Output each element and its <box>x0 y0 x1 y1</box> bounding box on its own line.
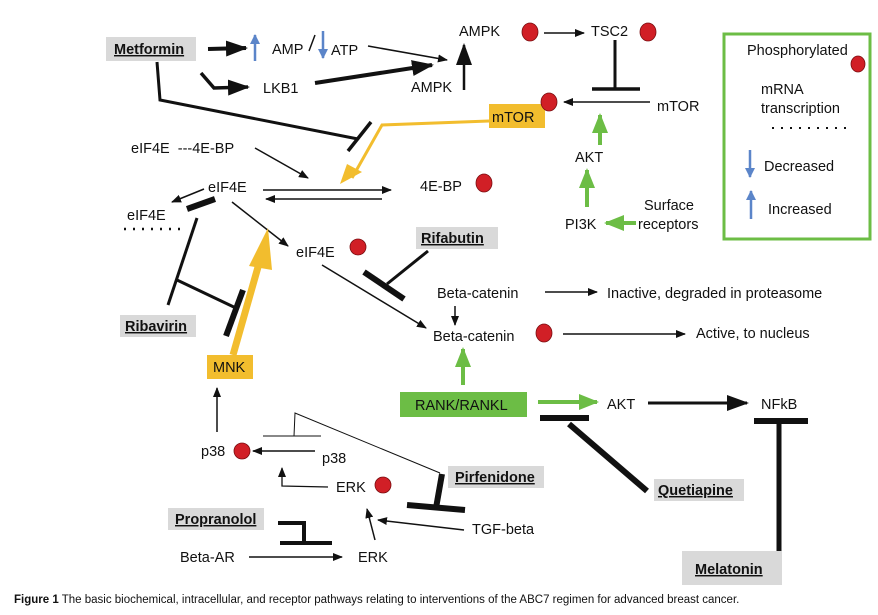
drug-label: Melatonin <box>695 562 763 578</box>
node-eif4e-left: eIF4E <box>127 208 166 224</box>
node-tsc2: TSC2 <box>591 24 628 40</box>
node-rank-rankl: RANK/RANKL <box>415 398 508 414</box>
phospho-dot-beta-catenin <box>535 323 553 343</box>
node-lkb1: LKB1 <box>263 81 298 97</box>
pathway-diagram: Metformin Rifabutin Ribavirin Pirfenidon… <box>106 22 872 585</box>
legend-mrna-label-1: mRNA <box>761 82 804 98</box>
edge-mnk-eif4e-yellow <box>229 259 264 356</box>
legend-phospho-dot-icon <box>850 55 866 73</box>
edge-mtor-4ebp-yellow <box>350 119 490 179</box>
node-inactive-outcome: Inactive, degraded in proteasome <box>607 286 822 302</box>
node-mtor-yellow: mTOR <box>492 110 534 126</box>
edge-eif4e-beta-catenin <box>321 264 427 329</box>
edge-propranolol-inhibit <box>278 521 306 543</box>
edge-pirfenidone-inhibit-p38 <box>293 412 441 474</box>
edge-ribavirin-inhibit-mnk <box>176 278 239 311</box>
node-mnk: MNK <box>213 360 246 376</box>
node-surface-receptors-2: receptors <box>638 217 698 233</box>
node-4ebp-phospho: 4E-BP <box>420 179 462 195</box>
drug-melatonin: Melatonin <box>682 551 782 585</box>
drug-label: Pirfenidone <box>455 470 535 486</box>
phospho-dot-4ebp <box>475 173 493 193</box>
edge-complex-dissociation <box>254 147 309 179</box>
drug-quetiapine: Quetiapine <box>654 479 744 501</box>
legend-border <box>722 32 872 241</box>
drug-label: Ribavirin <box>125 319 187 335</box>
node-pi3k: PI3K <box>565 217 597 233</box>
legend-decreased-label: Decreased <box>764 159 834 175</box>
drug-label: Quetiapine <box>658 483 733 499</box>
drug-ribavirin: Ribavirin <box>120 315 196 337</box>
node-active-outcome: Active, to nucleus <box>696 326 810 342</box>
drug-metformin: Metformin <box>106 37 196 61</box>
node-mtor-right: mTOR <box>657 99 699 115</box>
edge-ribavirin-inhibit-left <box>166 217 199 306</box>
node-tgf-beta: TGF-beta <box>472 522 535 538</box>
edge-metformin-lkb1 <box>199 71 250 96</box>
mtor-highlight-box <box>489 104 545 128</box>
node-nfkb: NFkB <box>761 397 797 413</box>
yellow-arrowhead-mnk <box>249 228 272 270</box>
node-surface-receptors-1: Surface <box>644 198 694 214</box>
inhibit-bar-ribavirin-mnk <box>223 288 246 338</box>
legend-phosphorylated-label: Phosphorylated <box>747 43 848 59</box>
inhibit-bar-rifabutin <box>362 269 406 302</box>
drug-label: Metformin <box>114 42 184 58</box>
mnk-highlight-box <box>207 355 253 379</box>
node-ampk-mid: AMPK <box>411 80 452 96</box>
edge-quetiapine-inhibit <box>567 421 649 494</box>
node-eif4e-center: eIF4E <box>208 180 247 196</box>
edge-eif4e-left <box>171 188 205 203</box>
phospho-dot-eif4e <box>349 238 367 256</box>
edge-metformin-amp <box>207 40 248 57</box>
phospho-dot-mtor <box>540 92 558 112</box>
yellow-arrowhead-mtor <box>340 164 362 184</box>
edge-pirfenidone-inhibit-erk <box>433 473 445 509</box>
node-beta-catenin-inactive: Beta-catenin <box>437 286 518 302</box>
phospho-dot-erk <box>374 476 392 494</box>
edge-tgf-beta-erk <box>377 517 465 531</box>
phospho-dot-tsc2 <box>639 22 657 42</box>
edge-rifabutin-inhibit <box>386 249 429 286</box>
node-p38: p38 <box>322 451 346 467</box>
inhibit-bar-metformin <box>346 120 373 153</box>
edge-erk-p38 <box>278 467 329 488</box>
phospho-dot-ampk <box>521 22 539 42</box>
legend-increased-label: Increased <box>768 202 832 218</box>
inhibit-bar-pirfenidone-erk <box>406 502 466 513</box>
edge-metformin-inhibit <box>155 61 359 141</box>
inhibit-bar-ribavirin-left <box>185 196 217 212</box>
phospho-dot-p38 <box>233 442 251 460</box>
drug-pirfenidone: Pirfenidone <box>448 466 544 488</box>
drug-rifabutin: Rifabutin <box>416 227 498 249</box>
node-akt-lower: AKT <box>607 397 635 413</box>
figure-caption: Figure 1 The basic biochemical, intracel… <box>14 594 874 606</box>
drug-label: Propranolol <box>175 512 256 528</box>
node-atp: ATP <box>331 43 358 59</box>
amp-atp-slash <box>308 34 316 52</box>
figure-caption-text: The basic biochemical, intracellular, an… <box>61 594 740 606</box>
drug-label: Rifabutin <box>421 231 484 247</box>
rank-highlight-box <box>400 392 527 417</box>
node-amp: AMP <box>272 42 303 58</box>
drug-propranolol: Propranolol <box>168 508 264 530</box>
edge-eif4e-phospho <box>231 201 289 247</box>
edge-lkb1-ampk <box>314 60 434 85</box>
node-eif4e-4ebp-complex: eIF4E ---4E-BP <box>131 141 234 157</box>
node-erk: ERK <box>358 550 388 566</box>
node-beta-catenin-active: Beta-catenin <box>433 329 514 345</box>
edge-atp-ampk <box>367 45 448 63</box>
node-ampk-top: AMPK <box>459 24 500 40</box>
node-akt-upper: AKT <box>575 150 603 166</box>
figure-caption-label: Figure 1 <box>14 594 59 606</box>
node-eif4e-phospho: eIF4E <box>296 245 335 261</box>
edge-erk-phosphorylation <box>365 508 376 541</box>
node-p38-phospho: p38 <box>201 444 225 460</box>
node-erk-phospho: ERK <box>336 480 366 496</box>
legend: Phosphorylated mRNA transcription Decrea… <box>722 32 872 241</box>
legend-mrna-label-2: transcription <box>761 101 840 117</box>
node-beta-ar: Beta-AR <box>180 550 235 566</box>
